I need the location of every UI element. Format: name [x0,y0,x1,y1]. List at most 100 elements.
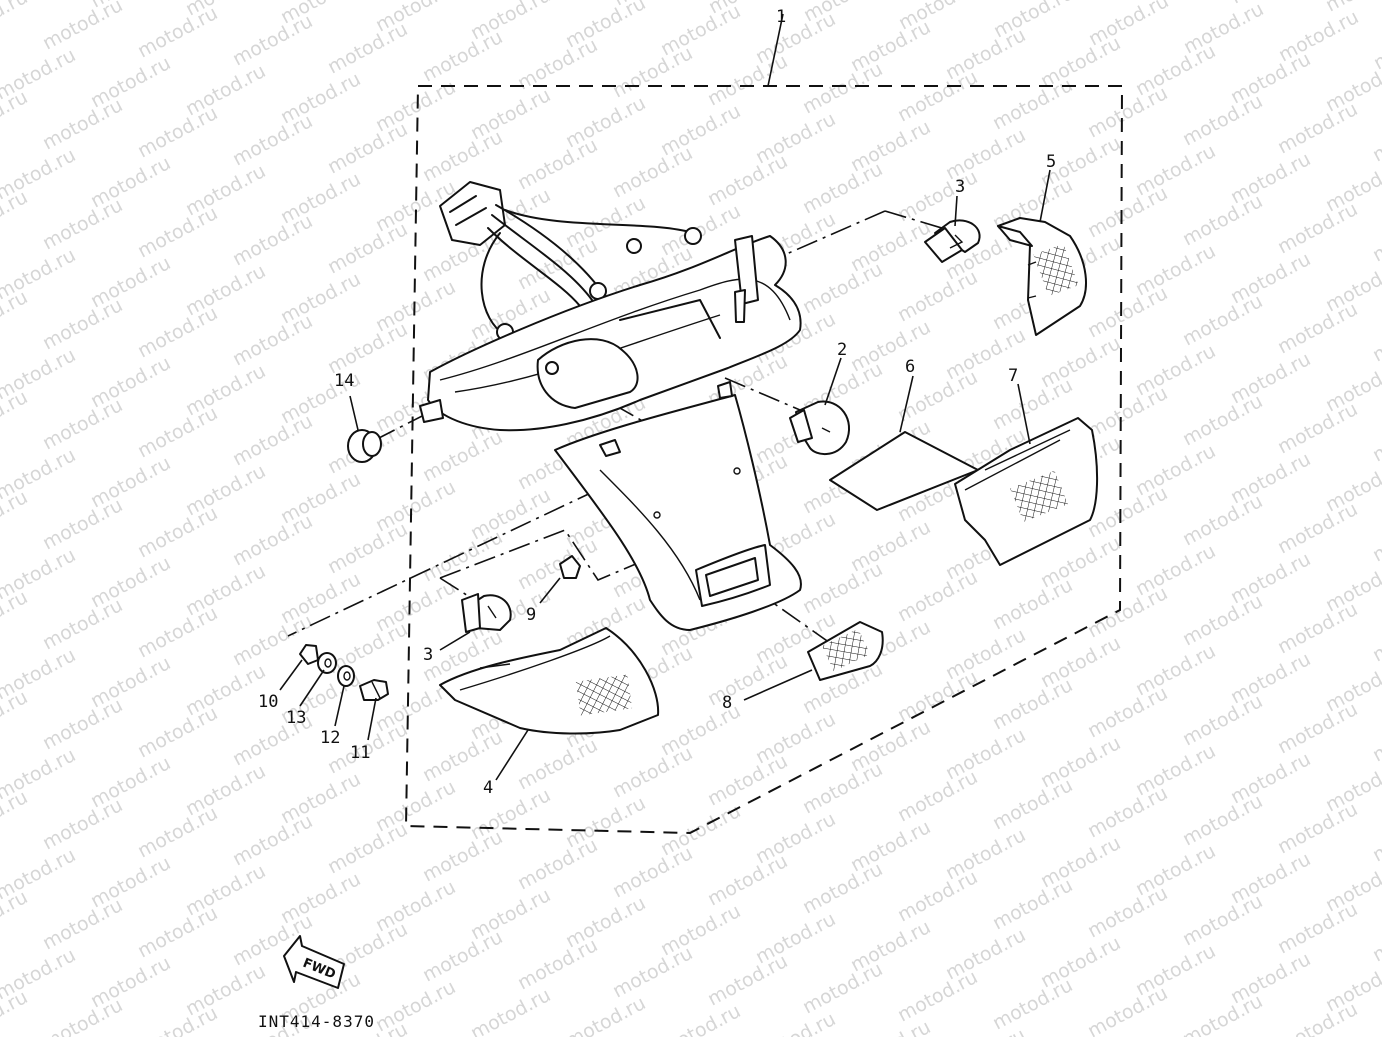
watermark-text: motod.ru [1179,790,1266,850]
watermark-text: motod.ru [1369,206,1382,266]
watermark-text: motod.ru [1084,982,1171,1037]
watermark-text: motod.ru [229,110,316,170]
watermark-text: motod.ru [1179,890,1266,950]
watermark-text: motod.ru [39,294,126,354]
watermark-text: motod.ru [0,786,31,846]
callout-6: 6 [905,357,915,377]
watermark-text: motod.ru [419,826,506,886]
watermark-text: motod.ru [657,1000,744,1037]
watermark-text: motod.ru [847,1016,934,1037]
watermark-text: motod.ru [1369,606,1382,666]
watermark-text: motod.ru [229,210,316,270]
watermark-text: motod.ru [134,202,221,262]
lens-five [997,217,1087,336]
forward-arrow-icon: FWD [283,935,345,989]
watermark-text: motod.ru [989,674,1076,734]
watermark-text: motod.ru [39,94,126,154]
watermark-text: motod.ru [609,942,696,1002]
callout-9: 9 [526,605,536,625]
watermark-text: motod.ru [39,194,126,254]
watermark-text: motod.ru [1179,490,1266,550]
watermark-text: motod.ru [39,0,126,54]
watermark-text: motod.ru [1369,506,1382,566]
bulb-top [924,219,981,263]
tail-light-housing [419,181,802,631]
callout-8: 8 [722,693,732,713]
watermark-text: motod.ru [1084,182,1171,242]
watermark-text: motod.ru [419,26,506,86]
watermark-text: motod.ru [894,766,981,826]
watermark-text: motod.ru [0,486,31,546]
callout-labels: 1 3 5 2 6 7 14 9 3 8 4 10 13 12 11 [258,7,1056,798]
watermark-text: motod.ru [419,926,506,986]
watermark-text: motod.ru [0,286,31,346]
callout-14: 14 [334,371,354,391]
watermark-text: motod.ru [324,318,411,378]
watermark-text: motod.ru [609,42,696,102]
grommet-fourteen [347,429,382,463]
watermark-text: motod.ru [1274,398,1361,458]
watermark-text: motod.ru [989,974,1076,1034]
watermark-text: motod.ru [1274,498,1361,558]
watermark-text: motod.ru [1274,98,1361,158]
watermark-text: motod.ru [419,426,506,486]
watermark-text: motod.ru [229,310,316,370]
watermark-text: motod.ru [229,810,316,870]
bulb-two [789,400,851,455]
watermark-text: motod.ru [39,994,126,1037]
watermark-text: motod.ru [1274,998,1361,1037]
watermark-text: motod.ru [39,794,126,854]
watermark-text: motod.ru [134,2,221,62]
callout-1: 1 [776,7,786,27]
watermark-text: motod.ru [1369,406,1382,466]
watermark-text: motod.ru [989,574,1076,634]
watermark-text: motod.ru [609,742,696,802]
watermark-text: motod.ru [1179,190,1266,250]
watermark-text: motod.ru [39,394,126,454]
watermark-text: motod.ru [134,1002,221,1037]
callout-leaders [279,169,1051,781]
watermark-text: motod.ru [1084,382,1171,442]
watermark-text: motod.ru [894,566,981,626]
watermark-text: motod.ru [609,142,696,202]
lens-four [439,627,660,735]
lens-eight [807,621,884,681]
watermark-text: motod.ru [799,58,886,118]
callout-4: 4 [483,778,493,798]
watermark-text: motod.ru [894,66,981,126]
watermark-text: motod.ru [989,874,1076,934]
watermark-text: motod.ru [1369,306,1382,366]
watermark-text: motod.ru [0,186,31,246]
watermark-text: motod.ru [1084,882,1171,942]
watermark-text: motod.ru [1084,82,1171,142]
watermark-text: motod.ru [1084,282,1171,342]
bulb-bottom [461,593,512,633]
watermark-text: motod.ru [1084,682,1171,742]
watermark-text: motod.ru [704,750,791,810]
watermark-text: motod.ru [0,0,31,46]
watermark-text: motod.ru [134,302,221,362]
watermark-text: motod.ru [1274,198,1361,258]
watermark-text: motod.ru [562,992,649,1037]
watermark-text: motod.ru [419,126,506,186]
callout-3-top: 3 [955,177,965,197]
watermark-text: motod.ru [704,950,791,1010]
watermark-text: motod.ru [1369,1006,1382,1037]
watermark-text: motod.ru [1274,798,1361,858]
watermark-text: motod.ru [704,50,791,110]
watermark-text: motod.ru [942,1024,1029,1037]
watermark-text: motod.ru [1179,290,1266,350]
watermark-text: motod.ru [1369,106,1382,166]
watermark-text: motod.ru [1274,598,1361,658]
watermark-text: motod.ru [324,818,411,878]
watermark-text: motod.ru [514,534,601,594]
watermark-text: motod.ru [229,10,316,70]
watermark-text: motod.ru [324,218,411,278]
watermark-text: motod.ru [799,158,886,218]
watermark-text: motod.ru [1179,690,1266,750]
watermark-text: motod.ru [989,774,1076,834]
nut-nine [559,555,581,579]
watermark-text: motod.ru [1084,782,1171,842]
assembly-boundary [404,13,1124,835]
